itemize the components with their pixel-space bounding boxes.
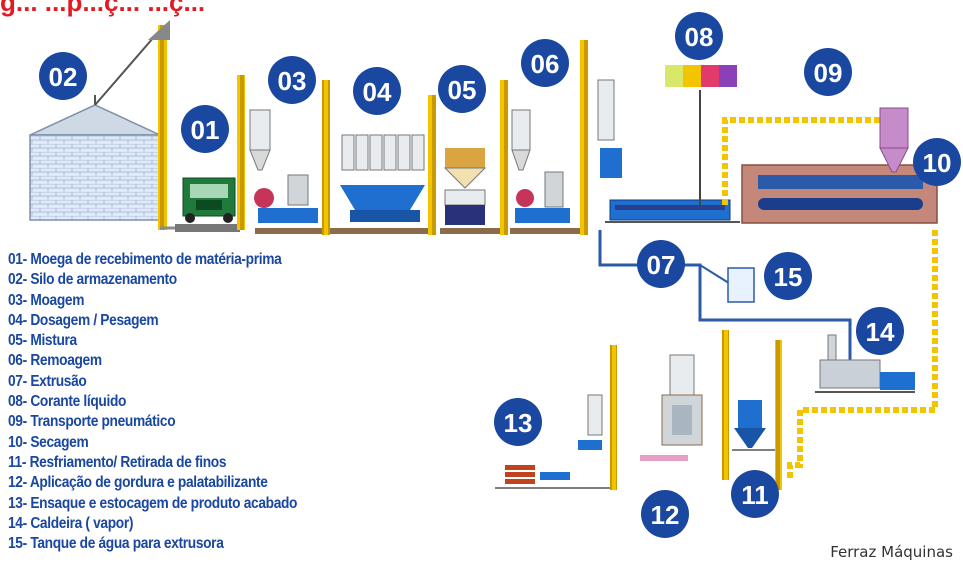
svg-text:06: 06: [531, 49, 560, 79]
badge-11: 11: [731, 470, 779, 518]
legend-item: 04- Dosagem / Pesagem: [8, 311, 159, 329]
svg-text:04: 04: [363, 77, 392, 107]
legend-item: 01- Moega de recebimento de matéria-prim…: [8, 251, 282, 268]
mixer-icon: [440, 80, 508, 235]
badge-06: 06: [521, 39, 569, 87]
legend-item: 08- Corante líquido: [8, 393, 127, 411]
legend-item: 10- Secagem: [8, 433, 89, 451]
badge-12: 12: [641, 490, 689, 538]
grinding-mill-icon: [249, 80, 345, 235]
svg-text:02: 02: [49, 62, 78, 92]
badge-05: 05: [438, 65, 486, 113]
legend-item: 02- Silo de armazenamento: [8, 271, 177, 289]
badge-10: 10: [913, 138, 961, 186]
badge-13: 13: [494, 398, 542, 446]
svg-text:13: 13: [504, 408, 533, 438]
receiving-hopper-truck-icon: [175, 75, 245, 232]
legend-item: 11- Resfriamento/ Retirada de finos: [8, 453, 227, 471]
liquid-colorant-icon: [665, 65, 737, 205]
badge-03: 03: [268, 56, 316, 104]
legend-item: 14- Caldeira ( vapor): [8, 514, 134, 532]
svg-text:07: 07: [647, 250, 676, 280]
regrinding-mill-icon: [510, 40, 588, 235]
legend-item: 03- Moagem: [8, 291, 85, 309]
badge-07: 07: [637, 240, 685, 288]
bagging-station-icon: [495, 345, 617, 490]
svg-text:09: 09: [814, 58, 843, 88]
water-tank-icon: [727, 267, 755, 303]
legend-item: 09- Transporte pneumático: [8, 413, 176, 431]
legend-item: 06- Remoagem: [8, 352, 102, 370]
svg-text:10: 10: [923, 148, 952, 178]
legend-item: 07- Extrusão: [8, 372, 87, 390]
svg-text:05: 05: [448, 75, 477, 105]
svg-text:14: 14: [866, 317, 895, 347]
badge-01: 01: [181, 105, 229, 153]
badge-14: 14: [856, 307, 904, 355]
svg-text:15: 15: [774, 262, 803, 292]
svg-text:11: 11: [741, 480, 769, 510]
svg-text:03: 03: [278, 66, 307, 96]
cooler-icon: [732, 340, 782, 490]
page-title-fragment: g... ...p...ç... ...ç...: [0, 0, 206, 17]
dryer-icon: [741, 107, 938, 224]
badge-08: 08: [675, 12, 723, 60]
credit-text: Ferraz Máquinas: [830, 543, 953, 561]
boiler-icon: [815, 334, 915, 393]
badge-15: 15: [764, 252, 812, 300]
svg-text:08: 08: [685, 22, 714, 52]
legend-item: 05- Mistura: [8, 332, 77, 350]
svg-text:12: 12: [651, 500, 680, 530]
process-legend: 01- Moega de recebimento de matéria-prim…: [8, 250, 344, 554]
badge-02: 02: [39, 52, 87, 100]
dosing-weighing-icon: [340, 95, 436, 235]
legend-item: 12- Aplicação de gordura e palatabilizan…: [8, 474, 268, 492]
svg-text:01: 01: [191, 115, 220, 145]
legend-item: 13- Ensaque e estocagem de produto acaba…: [8, 494, 298, 512]
coating-machine-icon: [640, 330, 729, 480]
pneumatic-transport-pipe: [722, 117, 938, 480]
badge-09: 09: [804, 48, 852, 96]
legend-item: 15- Tanque de água para extrusora: [8, 535, 224, 553]
badge-04: 04: [353, 67, 401, 115]
